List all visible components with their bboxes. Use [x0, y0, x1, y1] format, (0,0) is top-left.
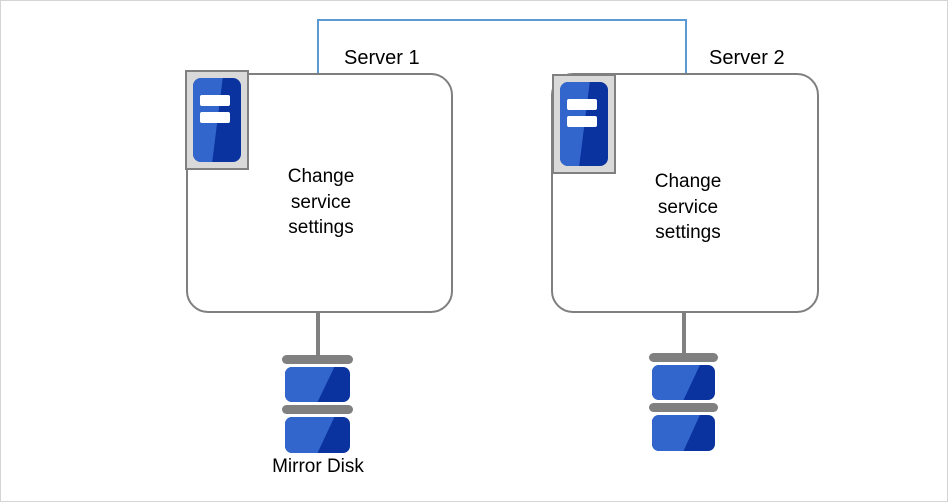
disk-platter-bottom	[285, 417, 350, 453]
server-1-body-text: Change service settings	[287, 166, 355, 239]
server-icon-bar-bottom	[199, 112, 231, 124]
server-icon-body	[193, 78, 241, 162]
server-2-disk-link	[682, 311, 686, 356]
server-1-disk-link	[316, 311, 320, 359]
disk-bar-top	[282, 355, 353, 364]
disk-bar-top	[649, 353, 718, 362]
disk-platter-top	[652, 365, 715, 400]
mirror-disk-2[interactable]	[649, 353, 718, 451]
mirror-disk-1[interactable]	[282, 355, 353, 453]
disk-platter-bottom	[652, 415, 715, 451]
disk-bar-middle	[282, 405, 353, 414]
server-icon	[552, 74, 616, 174]
disk-platter-top	[285, 367, 350, 402]
server-2-title: Server 2	[709, 47, 785, 69]
server-1-title: Server 1	[344, 47, 420, 69]
server-icon-body	[560, 82, 608, 166]
server-interconnect-link	[317, 19, 687, 75]
server-icon-bar-bottom	[566, 116, 598, 128]
server-2-body-text: Change service settings	[654, 171, 722, 244]
server-icon-bar-top	[199, 94, 231, 106]
server-icon-bar-top	[566, 98, 598, 110]
mirror-disk-1-label: Mirror Disk	[272, 456, 364, 477]
disk-bar-middle	[649, 403, 718, 412]
server-icon	[185, 70, 249, 170]
